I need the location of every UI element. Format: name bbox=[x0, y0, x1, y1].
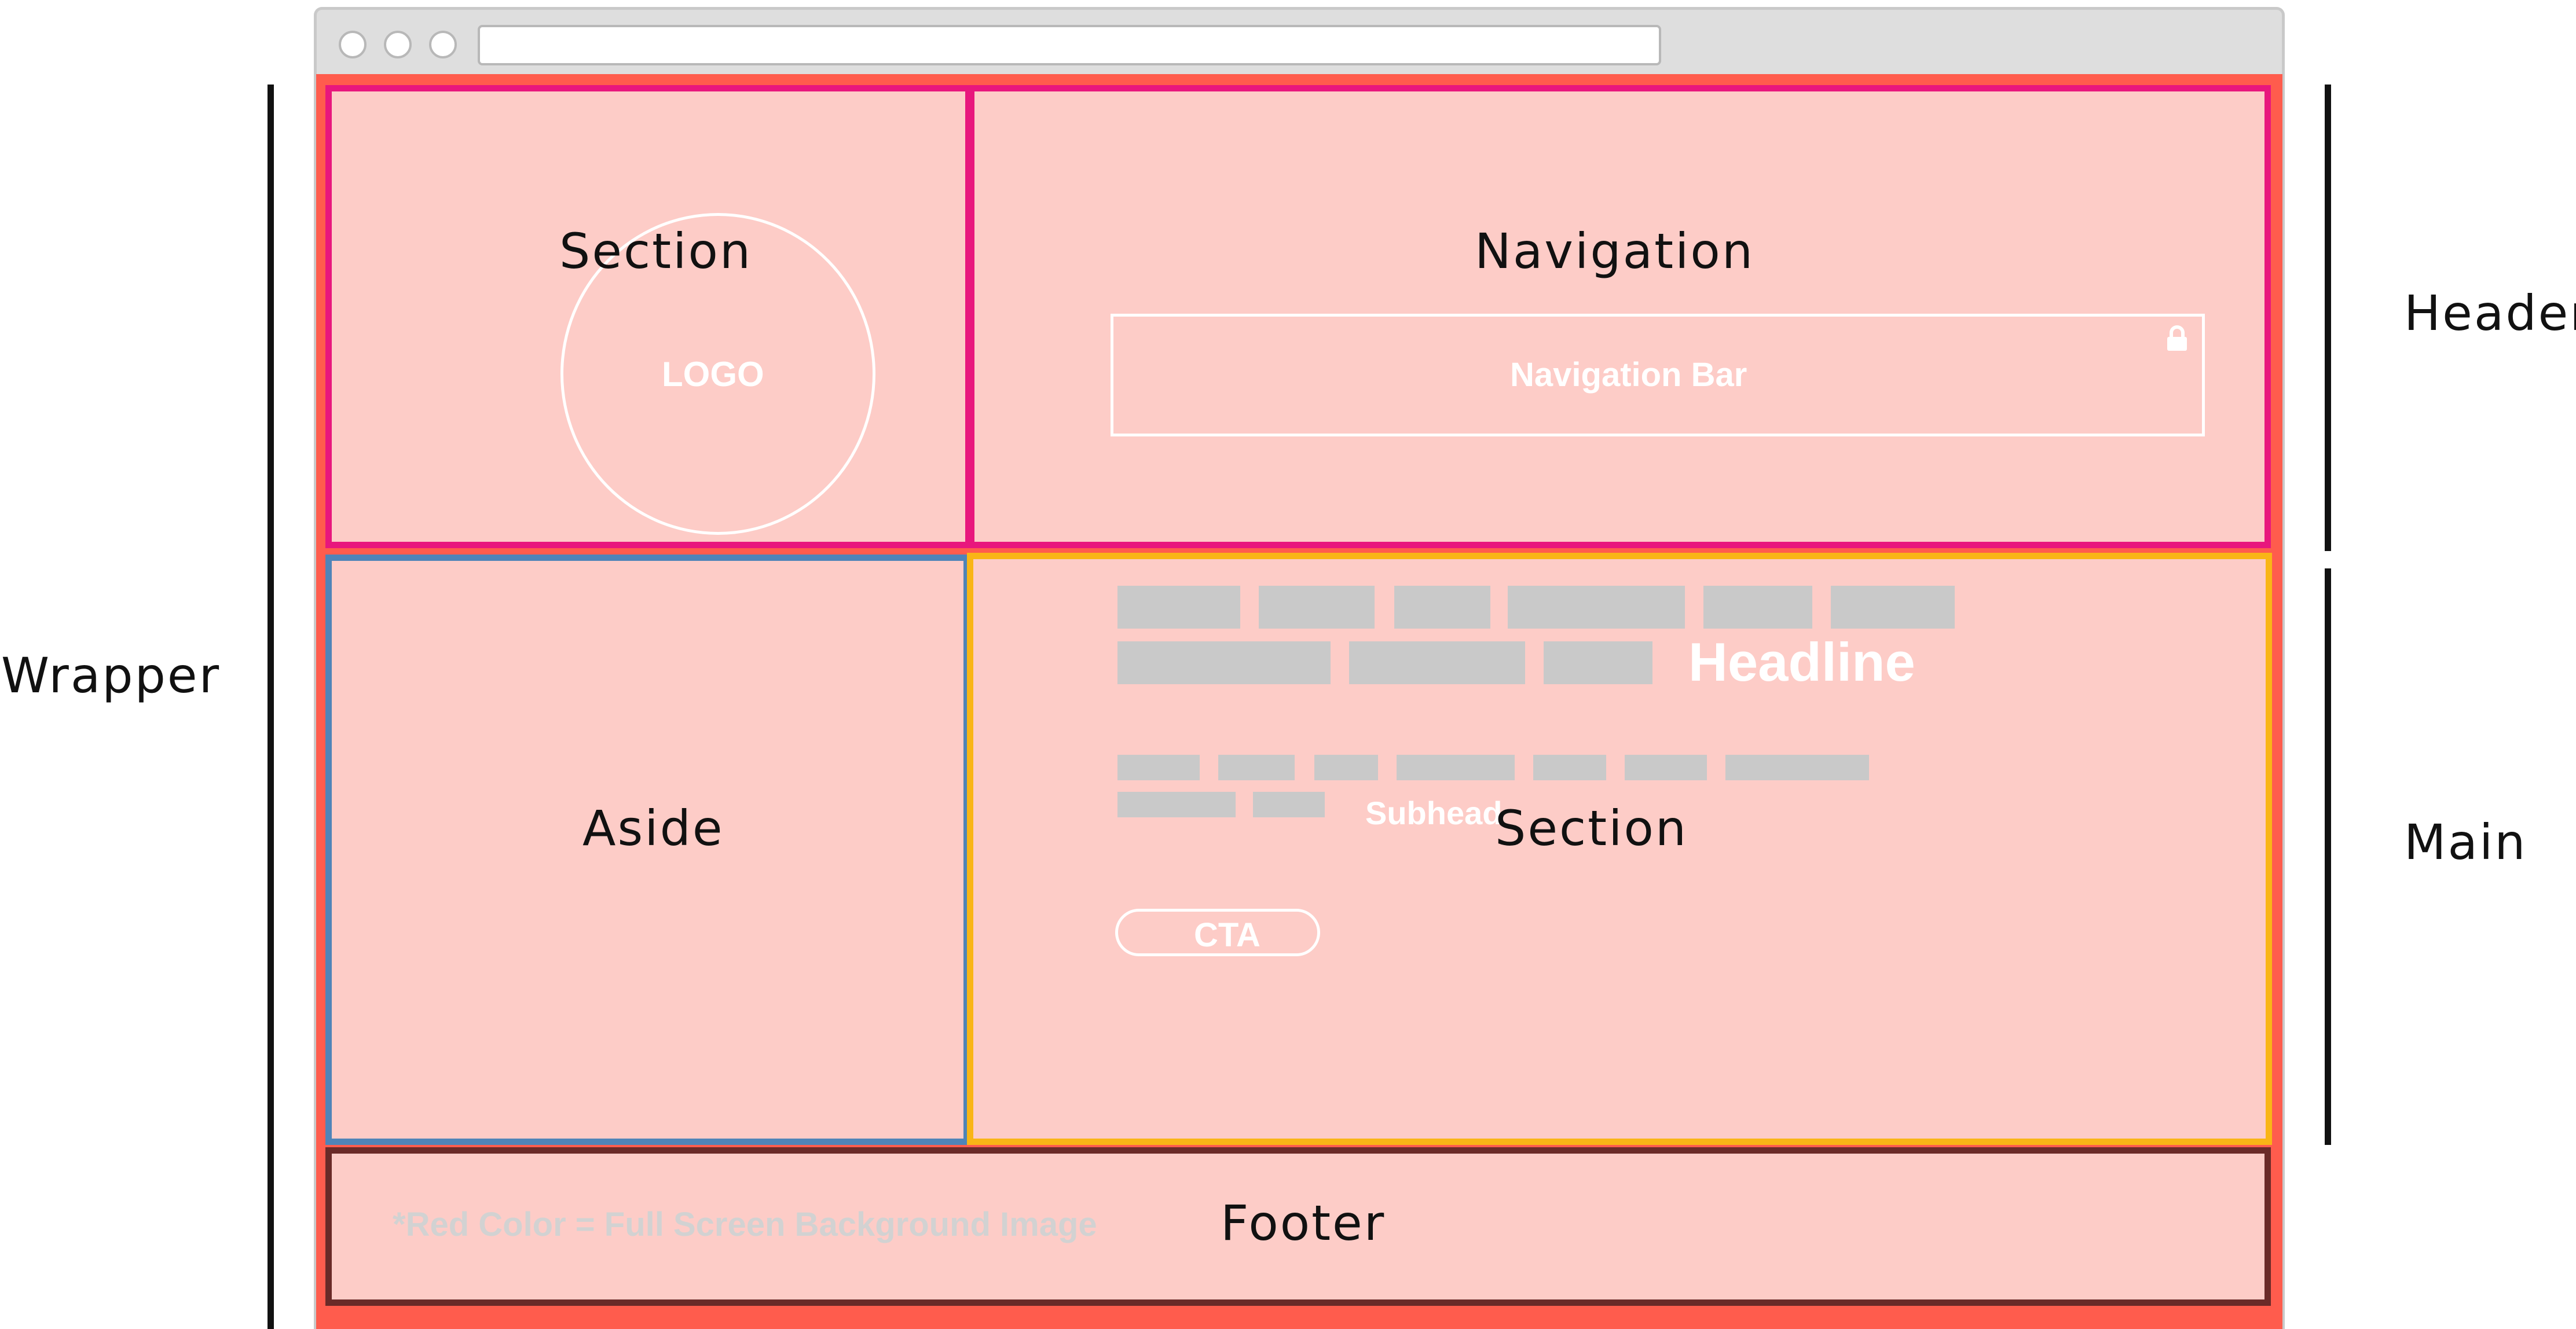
navigation-bar-label: Navigation Bar bbox=[1510, 356, 1747, 394]
window-close-dot[interactable] bbox=[339, 31, 367, 58]
headline-placeholder-bar bbox=[1831, 586, 1955, 629]
logo-text: LOGO bbox=[662, 355, 764, 394]
subhead-placeholder-bar bbox=[1625, 755, 1707, 780]
navigation-title: Navigation bbox=[1475, 223, 1755, 280]
footer-title: Footer bbox=[1221, 1195, 1386, 1251]
subhead-placeholder-bar bbox=[1117, 755, 1200, 780]
footer-note: *Red Color = Full Screen Background Imag… bbox=[393, 1206, 1097, 1243]
navigation-bar[interactable] bbox=[1111, 314, 2205, 436]
wrapper-bracket bbox=[268, 85, 274, 1329]
aside-section bbox=[325, 555, 970, 1145]
subhead-placeholder-bar bbox=[1253, 792, 1325, 817]
aside-title: Aside bbox=[582, 800, 724, 857]
subhead-placeholder-bar bbox=[1218, 755, 1295, 780]
logo-section-title: Section bbox=[559, 223, 753, 280]
headline-placeholder-bar bbox=[1117, 641, 1331, 684]
headline-placeholder-bar bbox=[1117, 586, 1240, 629]
lock-icon bbox=[2167, 325, 2187, 351]
subhead-placeholder-bar bbox=[1117, 792, 1236, 817]
subhead-placeholder-bar bbox=[1314, 755, 1378, 780]
main-section-title: Section bbox=[1495, 800, 1688, 857]
subhead-placeholder-bar bbox=[1397, 755, 1515, 780]
header-label: Header bbox=[2404, 285, 2576, 342]
headline-placeholder-bar bbox=[1544, 641, 1652, 684]
headline-placeholder-bar bbox=[1259, 586, 1375, 629]
subhead-placeholder-bar bbox=[1533, 755, 1606, 780]
header-bracket bbox=[2325, 85, 2331, 551]
logo-circle bbox=[560, 213, 875, 535]
headline-text: Headline bbox=[1688, 632, 1915, 692]
cta-button[interactable] bbox=[1115, 909, 1320, 956]
subhead-text: Subhead bbox=[1365, 795, 1503, 831]
address-bar[interactable] bbox=[478, 25, 1661, 65]
cta-label: CTA bbox=[1194, 916, 1260, 954]
window-maximize-dot[interactable] bbox=[429, 31, 457, 58]
main-label: Main bbox=[2404, 814, 2527, 871]
navigation-section bbox=[968, 85, 2271, 548]
headline-placeholder-bar bbox=[1508, 586, 1685, 629]
footer-section bbox=[325, 1147, 2271, 1306]
main-bracket bbox=[2325, 568, 2331, 1145]
headline-placeholder-bar bbox=[1703, 586, 1812, 629]
headline-placeholder-bar bbox=[1349, 641, 1525, 684]
headline-placeholder-bar bbox=[1394, 586, 1490, 629]
wrapper-label: Wrapper bbox=[1, 647, 221, 704]
window-minimize-dot[interactable] bbox=[384, 31, 412, 58]
subhead-placeholder-bar bbox=[1725, 755, 1869, 780]
